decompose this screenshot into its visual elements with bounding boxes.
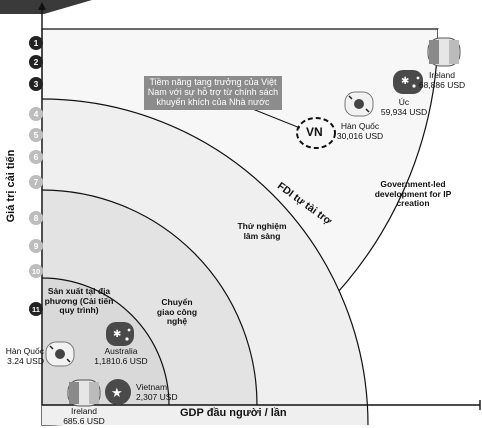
level-number: 2 [34,57,39,67]
level-number: 6 [34,152,39,162]
ireland-bottom-label: Ireland 685.6 USD [60,406,108,426]
level-circle [29,264,43,278]
svg-text:★: ★ [111,386,123,401]
level-circle [29,36,43,50]
level-marker-8: 8 [29,211,43,225]
level-marker-5: 5 [29,128,43,142]
korea-top-label: Hàn Quốc 30,016 USD [330,121,390,141]
vn-marker-ring [296,117,336,149]
level-circle [29,55,43,69]
x-axis-label: GDP đầu người / lần [180,407,287,419]
level-marker-7: 7 [29,175,43,189]
flag-uc-top-icon: ✱ [393,70,423,94]
australia-value: 1,1810.6 USD [94,355,148,366]
uc-value: 59,934 USD [380,106,428,117]
svg-text:✱: ✱ [401,76,409,87]
korea-top-value: 30,016 USD [336,130,384,141]
level-number: 1 [34,38,39,48]
corner-decoration [0,0,92,14]
vietnam-name: Vietnam [136,382,168,392]
transfer-zone-label: Chuyển giao công nghệ [156,297,198,327]
korea-top-name: Hàn Quốc [340,121,380,131]
level-circle [29,77,43,91]
ireland-bottom-name: Ireland [71,406,97,416]
level-marker-9: 9 [29,239,43,253]
korea-bottom-name: Hàn Quốc [5,346,44,356]
level-circle [29,302,43,316]
arc-fdi [41,98,369,426]
growth-callout: Tiềm năng tang trưởng của Việt Nam với s… [144,76,282,110]
level-number: 10 [32,267,40,276]
australia-name: Australia [104,346,138,356]
vietnam-value: 2,307 USD [136,391,178,402]
level-number: 9 [34,241,39,251]
australia-label: Australia 1,1810.6 USD [84,346,158,366]
ireland-top-name: Ireland [429,70,455,80]
government-zone-label: Government-led development for IP creati… [374,179,452,209]
level-marker-4: 4 [29,107,43,121]
ireland-top-value: 68,886 USD [418,79,466,90]
flag-vietnam-icon: ★ [105,379,131,405]
svg-text:✱: ✱ [113,329,121,340]
uc-label: Úc 59,934 USD [374,97,434,117]
flag-korea-bottom-icon [45,341,75,367]
korea-bottom-label: Hàn Quốc 3.24 USD [0,346,44,366]
arc-clinical [41,189,258,406]
level-number: 3 [34,79,39,89]
level-marker-11: 11 [29,302,43,316]
flag-australia-icon: ✱ [106,322,134,346]
arc-inner [41,277,170,406]
callout-pointer [249,107,301,129]
level-marker-2: 2 [29,55,43,69]
vn-marker-label: VN [306,125,323,139]
local-zone-label: Sản xuất tại địa phương (Cải tiến quy tr… [44,286,114,316]
level-marker-6: 6 [29,150,43,164]
korea-bottom-value: 3.24 USD [7,355,44,366]
y-axis-arrow [38,2,46,10]
level-number: 4 [34,109,39,119]
level-circle [29,107,43,121]
level-number: 7 [34,177,39,187]
ireland-bottom-value: 685.6 USD [63,415,105,426]
level-marker-1: 1 [29,36,43,50]
uc-name: Úc [398,97,410,107]
flag-ireland-bottom-icon [67,379,101,407]
zone-inner-fill [42,278,169,405]
level-circle [29,211,43,225]
y-axis-label: Giá trị cải tiến [5,149,17,223]
level-circle [29,128,43,142]
level-circle [29,239,43,253]
vietnam-label: Vietnam 2,307 USD [136,382,192,402]
level-number: 5 [34,130,39,140]
level-circle [29,175,43,189]
clinical-zone-label: Thử nghiệm lâm sàng [237,221,287,241]
level-scale: 1 2 3 4 5 6 7 8 9 10 11 [29,36,43,316]
level-marker-3: 3 [29,77,43,91]
level-number: 11 [32,305,40,314]
ireland-top-label: Ireland 68,886 USD [404,70,480,90]
flag-korea-top-icon [344,91,374,117]
level-circle [29,150,43,164]
level-marker-10: 10 [29,264,43,278]
flag-ireland-top-icon [427,37,461,67]
right-margin [438,29,482,409]
level-number: 8 [34,213,39,223]
